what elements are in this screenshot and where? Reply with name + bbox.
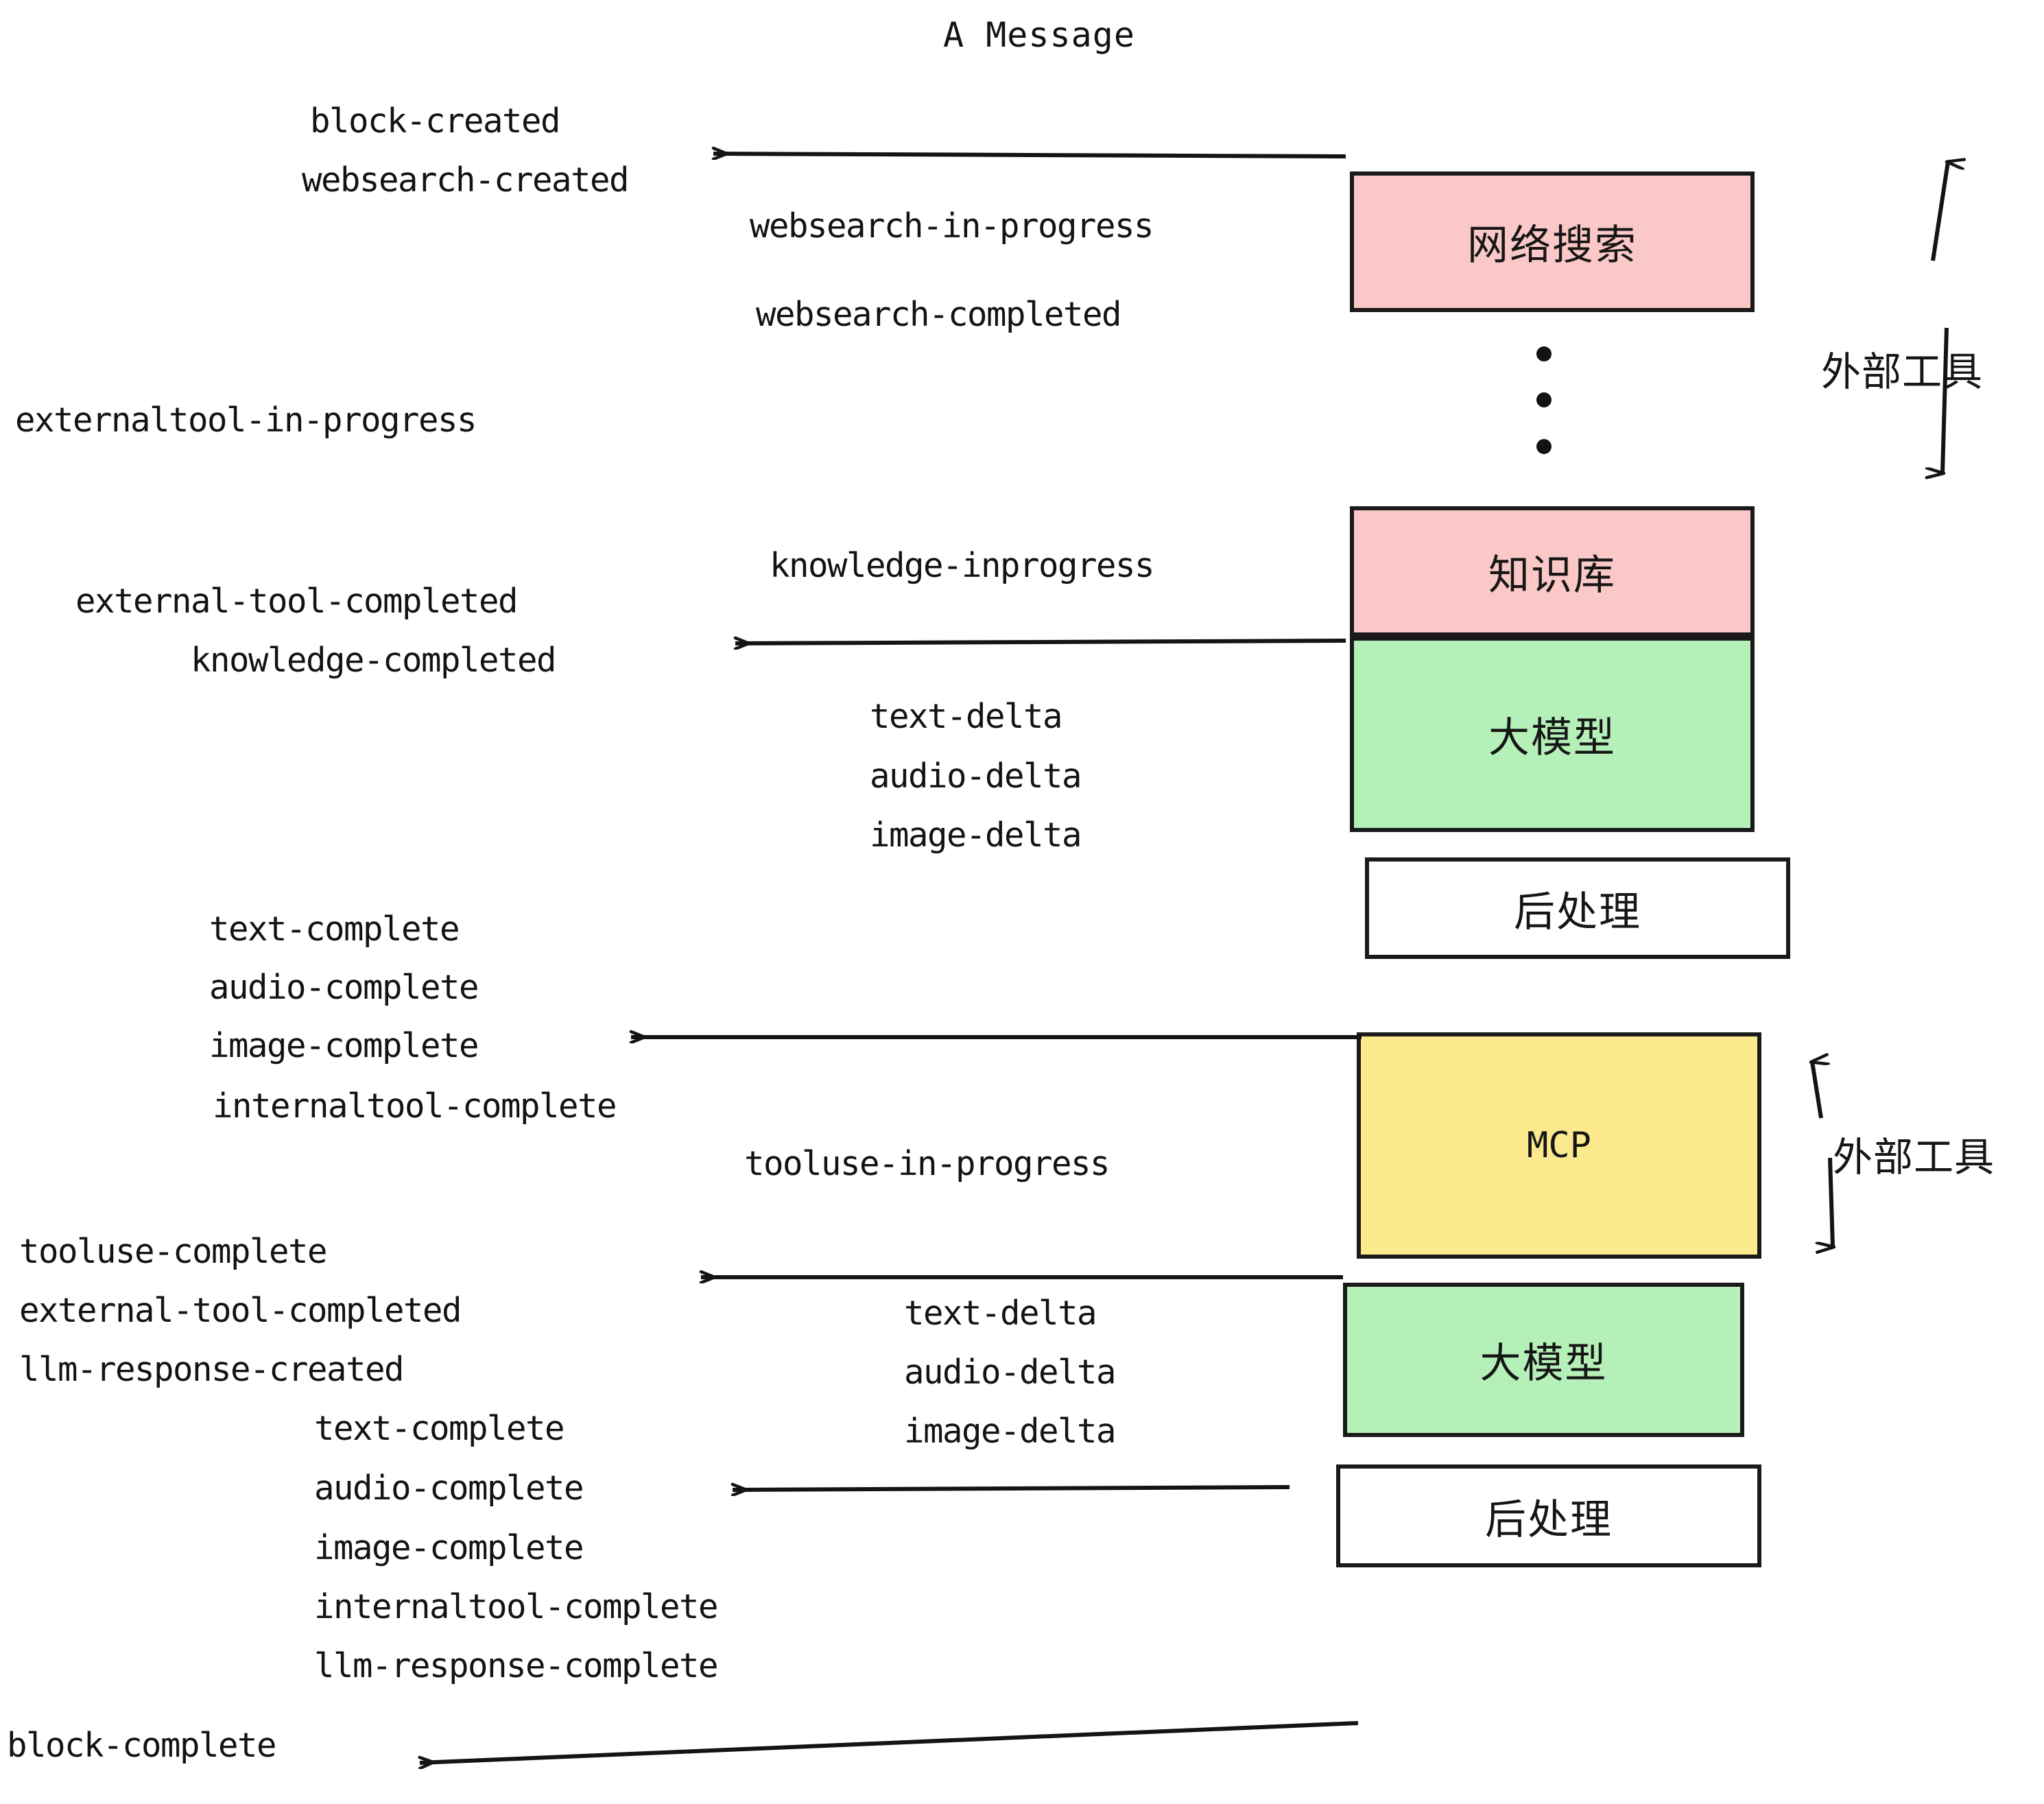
- event-tooluse-in-progress: tooluse-in-progress: [744, 1144, 1110, 1183]
- event-audio-complete-2: audio-complete: [314, 1469, 584, 1508]
- event-audio-complete-1: audio-complete: [209, 968, 479, 1007]
- node-websearch-label: 网络搜索: [1467, 222, 1637, 270]
- event-text-complete-2: text-complete: [314, 1409, 565, 1448]
- event-llm-response-created: llm-response-created: [19, 1350, 405, 1389]
- event-llm-response-complete: llm-response-complete: [314, 1646, 719, 1685]
- event-audio-delta-2: audio-delta: [904, 1353, 1117, 1392]
- event-image-delta-2: image-delta: [904, 1412, 1117, 1451]
- event-block-created: block-created: [310, 102, 561, 141]
- event-websearch-created: websearch-created: [302, 161, 630, 200]
- event-audio-delta-1: audio-delta: [870, 757, 1082, 796]
- side-label-external-tool-top: 外部工具: [1821, 348, 1984, 395]
- event-text-complete-1: text-complete: [209, 910, 460, 949]
- ellipsis-dot-icon: [1536, 346, 1552, 361]
- event-internaltool-complete-2: internaltool-complete: [314, 1587, 719, 1626]
- node-postprocess-bottom-label: 后处理: [1485, 1495, 1613, 1544]
- arrow-knowledge-to-completed: [735, 641, 1346, 643]
- arrow-postprocess-to-block-complete: [420, 1721, 1359, 1763]
- event-internaltool-complete-1: internaltool-complete: [213, 1087, 617, 1126]
- event-websearch-completed: websearch-completed: [756, 295, 1122, 334]
- node-llm-bottom[interactable]: 大模型: [1343, 1283, 1744, 1437]
- node-postprocess-bottom[interactable]: 后处理: [1336, 1464, 1761, 1567]
- node-websearch[interactable]: 网络搜索: [1350, 171, 1755, 312]
- node-llm-bottom-label: 大模型: [1479, 1340, 1608, 1388]
- event-websearch-in-progress: websearch-in-progress: [750, 206, 1154, 246]
- arrow-websearch-to-created: [713, 154, 1346, 156]
- page-title: A Message: [943, 15, 1135, 55]
- node-llm-top[interactable]: 大模型: [1350, 637, 1755, 832]
- node-knowledge-label: 知识库: [1488, 551, 1616, 600]
- event-image-complete-2: image-complete: [314, 1528, 584, 1567]
- event-block-complete: block-complete: [7, 1726, 277, 1765]
- event-text-delta-1: text-delta: [870, 697, 1063, 736]
- node-postprocess-top-label: 后处理: [1514, 888, 1641, 936]
- node-postprocess-top[interactable]: 后处理: [1365, 857, 1790, 959]
- arrow-llm-to-audio-complete: [733, 1487, 1290, 1490]
- arrow-external-tool-top-up: [1931, 162, 1948, 261]
- event-external-tool-completed-1: external-tool-completed: [75, 582, 519, 621]
- ellipsis-dot-icon: [1536, 392, 1552, 407]
- event-external-tool-completed-2: external-tool-completed: [19, 1291, 462, 1330]
- event-externaltool-in-progress: externaltool-in-progress: [15, 401, 477, 440]
- event-image-complete-1: image-complete: [209, 1026, 479, 1065]
- event-knowledge-inprogress: knowledge-inprogress: [770, 546, 1155, 585]
- node-llm-top-label: 大模型: [1488, 714, 1616, 762]
- side-label-external-tool-bottom: 外部工具: [1833, 1134, 1995, 1180]
- event-tooluse-complete: tooluse-complete: [19, 1232, 328, 1271]
- event-text-delta-2: text-delta: [904, 1294, 1097, 1333]
- node-mcp[interactable]: MCP: [1357, 1032, 1761, 1259]
- node-mcp-label: MCP: [1527, 1125, 1591, 1166]
- ellipsis-dot-icon: [1536, 439, 1552, 454]
- event-image-delta-1: image-delta: [870, 816, 1082, 855]
- arrow-external-tool-bottom-up: [1812, 1062, 1821, 1119]
- node-knowledge[interactable]: 知识库: [1350, 506, 1755, 637]
- event-knowledge-completed: knowledge-completed: [191, 641, 557, 680]
